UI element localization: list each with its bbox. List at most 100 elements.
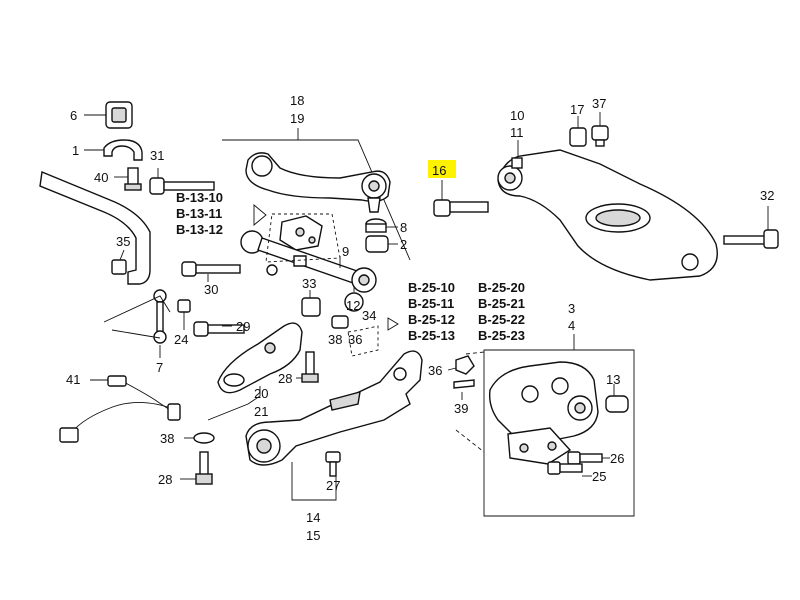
callout-17: 17 (570, 102, 584, 117)
ref-b-25-20: B-25-20 (478, 280, 525, 295)
callout-28a: 28 (278, 371, 292, 386)
bolt-28b-part[interactable] (195, 451, 213, 485)
leader-36b (447, 367, 457, 371)
bolt-28a-part[interactable] (301, 351, 319, 383)
callout-37: 37 (592, 96, 606, 111)
stabilizer-bar-part[interactable] (39, 171, 151, 285)
callout-21: 21 (254, 404, 268, 419)
ref-b-25-23: B-25-23 (478, 328, 525, 343)
callout-3: 3 (568, 301, 575, 316)
callout-27: 27 (326, 478, 340, 493)
bolt-40-part[interactable] (124, 167, 142, 191)
stabilizer-bushing-part[interactable] (105, 101, 133, 129)
callout-26: 26 (610, 451, 624, 466)
nut-33-part[interactable] (301, 297, 321, 317)
group-3-4-outline (483, 349, 635, 517)
callout-30: 30 (204, 282, 218, 297)
dashed-link-2 (465, 351, 485, 355)
nut-17-part[interactable] (569, 127, 587, 147)
dashed-bracket-outline (265, 213, 341, 263)
nut-small-part[interactable] (266, 264, 278, 276)
leader-14-15 (291, 462, 337, 501)
ref-b-25-10: B-25-10 (408, 280, 455, 295)
clip-39-part[interactable] (453, 379, 475, 389)
trailing-arm-14-15-part[interactable] (245, 350, 423, 466)
callout-25: 25 (592, 469, 606, 484)
bolt-30-part[interactable] (181, 261, 241, 277)
bolt-37-part[interactable] (591, 125, 609, 147)
ref-b-25-21: B-25-21 (478, 296, 525, 311)
dashed-link-1 (455, 429, 485, 453)
lower-arm-10-11-part[interactable] (497, 149, 718, 281)
callout-2: 2 (400, 237, 407, 252)
bushing-8-part[interactable] (365, 218, 387, 233)
callout-38b: 38 (160, 431, 174, 446)
bolt-31-part[interactable] (149, 177, 215, 195)
washer-38b-part[interactable] (193, 432, 215, 444)
bushing-2-part[interactable] (365, 235, 389, 253)
bracket-cluster-part[interactable] (279, 215, 323, 251)
callout-36b: 36 (428, 363, 442, 378)
ref-arrow-left (253, 204, 267, 226)
dashed-clamp-outline (347, 325, 379, 357)
callout-32: 32 (760, 188, 774, 203)
callout-9: 9 (342, 244, 349, 259)
callout-7: 7 (156, 360, 163, 375)
bolt-29-part[interactable] (193, 321, 245, 337)
callout-6: 6 (70, 108, 77, 123)
callout-16-highlight (428, 160, 456, 178)
callout-4: 4 (568, 318, 575, 333)
nut-24-part[interactable] (177, 299, 191, 313)
callout-38a: 38 (328, 332, 342, 347)
ref-b-25-12: B-25-12 (408, 312, 455, 327)
callout-14: 14 (306, 510, 320, 525)
callout-41: 41 (66, 372, 80, 387)
abs-harness-part[interactable] (59, 375, 181, 443)
callout-13: 13 (606, 372, 620, 387)
stabilizer-bracket-part[interactable] (103, 139, 143, 161)
ref-b-25-22: B-25-22 (478, 312, 525, 327)
link-arm-9-part[interactable] (240, 230, 377, 293)
ref-b-13-12: B-13-12 (176, 222, 223, 237)
bolt-26-part[interactable] (567, 451, 603, 465)
link-guide-line-2 (111, 329, 161, 339)
ref-arrow-right (387, 317, 399, 331)
nut-35-part[interactable] (111, 259, 127, 275)
callout-11: 11 (510, 125, 524, 140)
bushing-36a-part[interactable] (331, 315, 349, 329)
callout-8: 8 (400, 220, 407, 235)
bushing-12-part[interactable] (344, 292, 364, 312)
ref-b-13-10: B-13-10 (176, 190, 223, 205)
callout-15: 15 (306, 528, 320, 543)
callout-10: 10 (510, 108, 524, 123)
callout-19: 19 (290, 111, 304, 126)
callout-39: 39 (454, 401, 468, 416)
group-18-19-outline (222, 139, 411, 261)
callout-12: 12 (346, 298, 360, 313)
callout-31: 31 (150, 148, 164, 163)
upper-arm-part[interactable] (245, 152, 391, 213)
callout-40: 40 (94, 170, 108, 185)
nut-36b-part[interactable] (455, 355, 475, 375)
callout-24: 24 (174, 332, 188, 347)
callout-28b: 28 (158, 472, 172, 487)
ref-b-13-11: B-13-11 (176, 206, 222, 221)
callout-16: 16 (432, 163, 446, 178)
knuckle-part[interactable] (488, 361, 599, 465)
bolt-27-part[interactable] (325, 451, 341, 477)
bushing-13-part[interactable] (605, 395, 629, 413)
callout-35: 35 (116, 234, 130, 249)
callout-36a: 36 (348, 332, 362, 347)
lower-arm-20-21-part[interactable] (217, 322, 303, 394)
leader-35 (119, 249, 125, 261)
callout-1: 1 (72, 143, 79, 158)
callout-33: 33 (302, 276, 316, 291)
callout-18: 18 (290, 93, 304, 108)
callout-20: 20 (254, 386, 268, 401)
bolt-25-part[interactable] (547, 461, 583, 475)
bolt-16-part[interactable] (433, 199, 489, 217)
ref-b-25-13: B-25-13 (408, 328, 455, 343)
callout-34: 34 (362, 308, 376, 323)
bolt-32-part[interactable] (723, 229, 779, 249)
